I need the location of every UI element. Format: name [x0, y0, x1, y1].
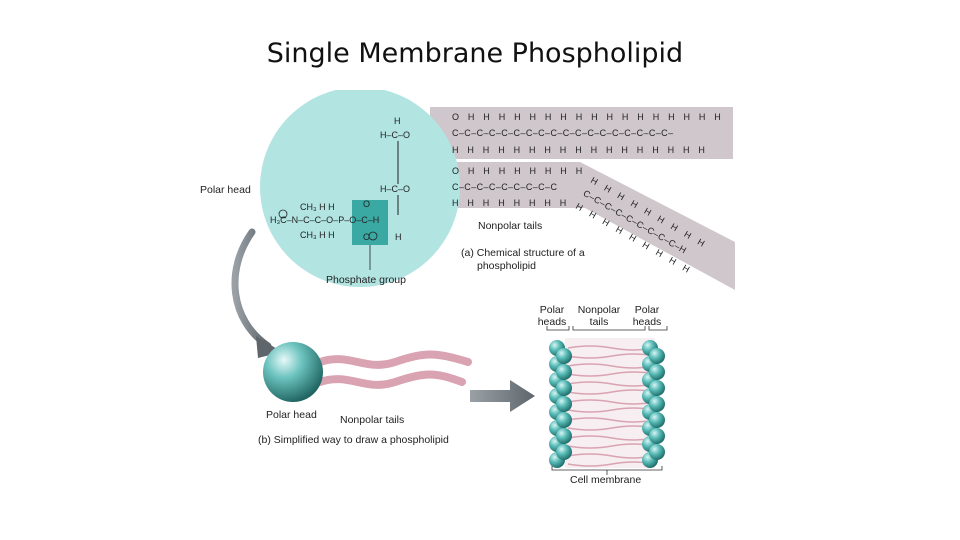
membrane-polar-heads-right-1: Polar [634, 304, 660, 316]
membrane-polar-heads-left-1: Polar [539, 304, 565, 316]
svg-text:C–C–C–C–C–C–C–C–C–C–C–C–C–C–C–: C–C–C–C–C–C–C–C–C–C–C–C–C–C–C–C–C–C– [452, 128, 674, 138]
membrane-polar-heads-left: Polar heads [535, 304, 569, 328]
membrane-nonpolar-tails: Nonpolar tails [573, 304, 625, 328]
membrane-nonpolar-tails-1: Nonpolar [577, 304, 621, 316]
curved-arrow-down [231, 228, 272, 350]
cell-membrane-label: Cell membrane [570, 474, 642, 486]
polar-head-circle [260, 90, 460, 287]
svg-text:H: H [395, 232, 402, 242]
svg-text:H₃C–N–C–C–O–P–O–C–H: H₃C–N–C–C–O–P–O–C–H [270, 215, 379, 225]
svg-text:O: O [363, 199, 370, 209]
simplified-tail-lower [316, 370, 466, 389]
membrane-polar-heads-right-2: heads [632, 316, 662, 328]
svg-text:C–C–C–C–C–C–C–C–C: C–C–C–C–C–C–C–C–C [452, 182, 557, 192]
svg-text:CH₃ H H: CH₃ H H [300, 230, 335, 240]
phospholipid-diagram: H H–C–O H–C–O CH₃ H H H₃C–N–C–C–O–P–O–C–… [231, 90, 735, 475]
svg-text:O H H H H H H H H H H H H H H: O H H H H H H H H H H H H H H H H H [452, 112, 724, 122]
svg-text:H: H [394, 116, 401, 126]
tail-band-upper [430, 107, 733, 159]
membrane-nonpolar-tails-2: tails [589, 316, 609, 328]
caption-a-line2: phospholipid [477, 260, 536, 272]
tail-band-lower [430, 162, 735, 290]
svg-text:H–C–O: H–C–O [380, 184, 410, 194]
polar-head-label: Polar head [200, 184, 251, 196]
svg-text:H–C–O: H–C–O [380, 130, 410, 140]
phosphate-group-box [352, 200, 388, 245]
membrane-polar-heads-right: Polar heads [630, 304, 664, 328]
svg-text:CH₃ H H: CH₃ H H [300, 202, 335, 212]
caption-b: (b) Simplified way to draw a phospholipi… [258, 434, 449, 446]
simplified-tail-upper [316, 350, 472, 369]
straight-arrow-right [470, 380, 535, 412]
slide-title: Single Membrane Phospholipid [266, 38, 684, 69]
nonpolar-tails-label: Nonpolar tails [478, 220, 543, 232]
cell-membrane-bilayer [546, 326, 668, 475]
svg-text:O H H H H H H H H: O H H H H H H H H [452, 166, 585, 176]
simplified-polar-head-sphere [263, 342, 323, 402]
phospholipid-figure: H H–C–O H–C–O CH₃ H H H₃C–N–C–C–O–P–O–C–… [190, 90, 750, 500]
membrane-polar-heads-left-2: heads [537, 316, 567, 328]
simplified-nonpolar-tails-label: Nonpolar tails [340, 414, 405, 426]
phosphate-group-label: Phosphate group [326, 274, 406, 286]
caption-a-line1: (a) Chemical structure of a [461, 247, 585, 259]
svg-text:H H H H H H H H H H H H H H H: H H H H H H H H H H H H H H H H H [452, 145, 708, 155]
svg-text:O: O [363, 232, 370, 242]
svg-text:H H H H H H H H: H H H H H H H H [452, 198, 570, 208]
simplified-polar-head-label: Polar head [266, 409, 317, 421]
